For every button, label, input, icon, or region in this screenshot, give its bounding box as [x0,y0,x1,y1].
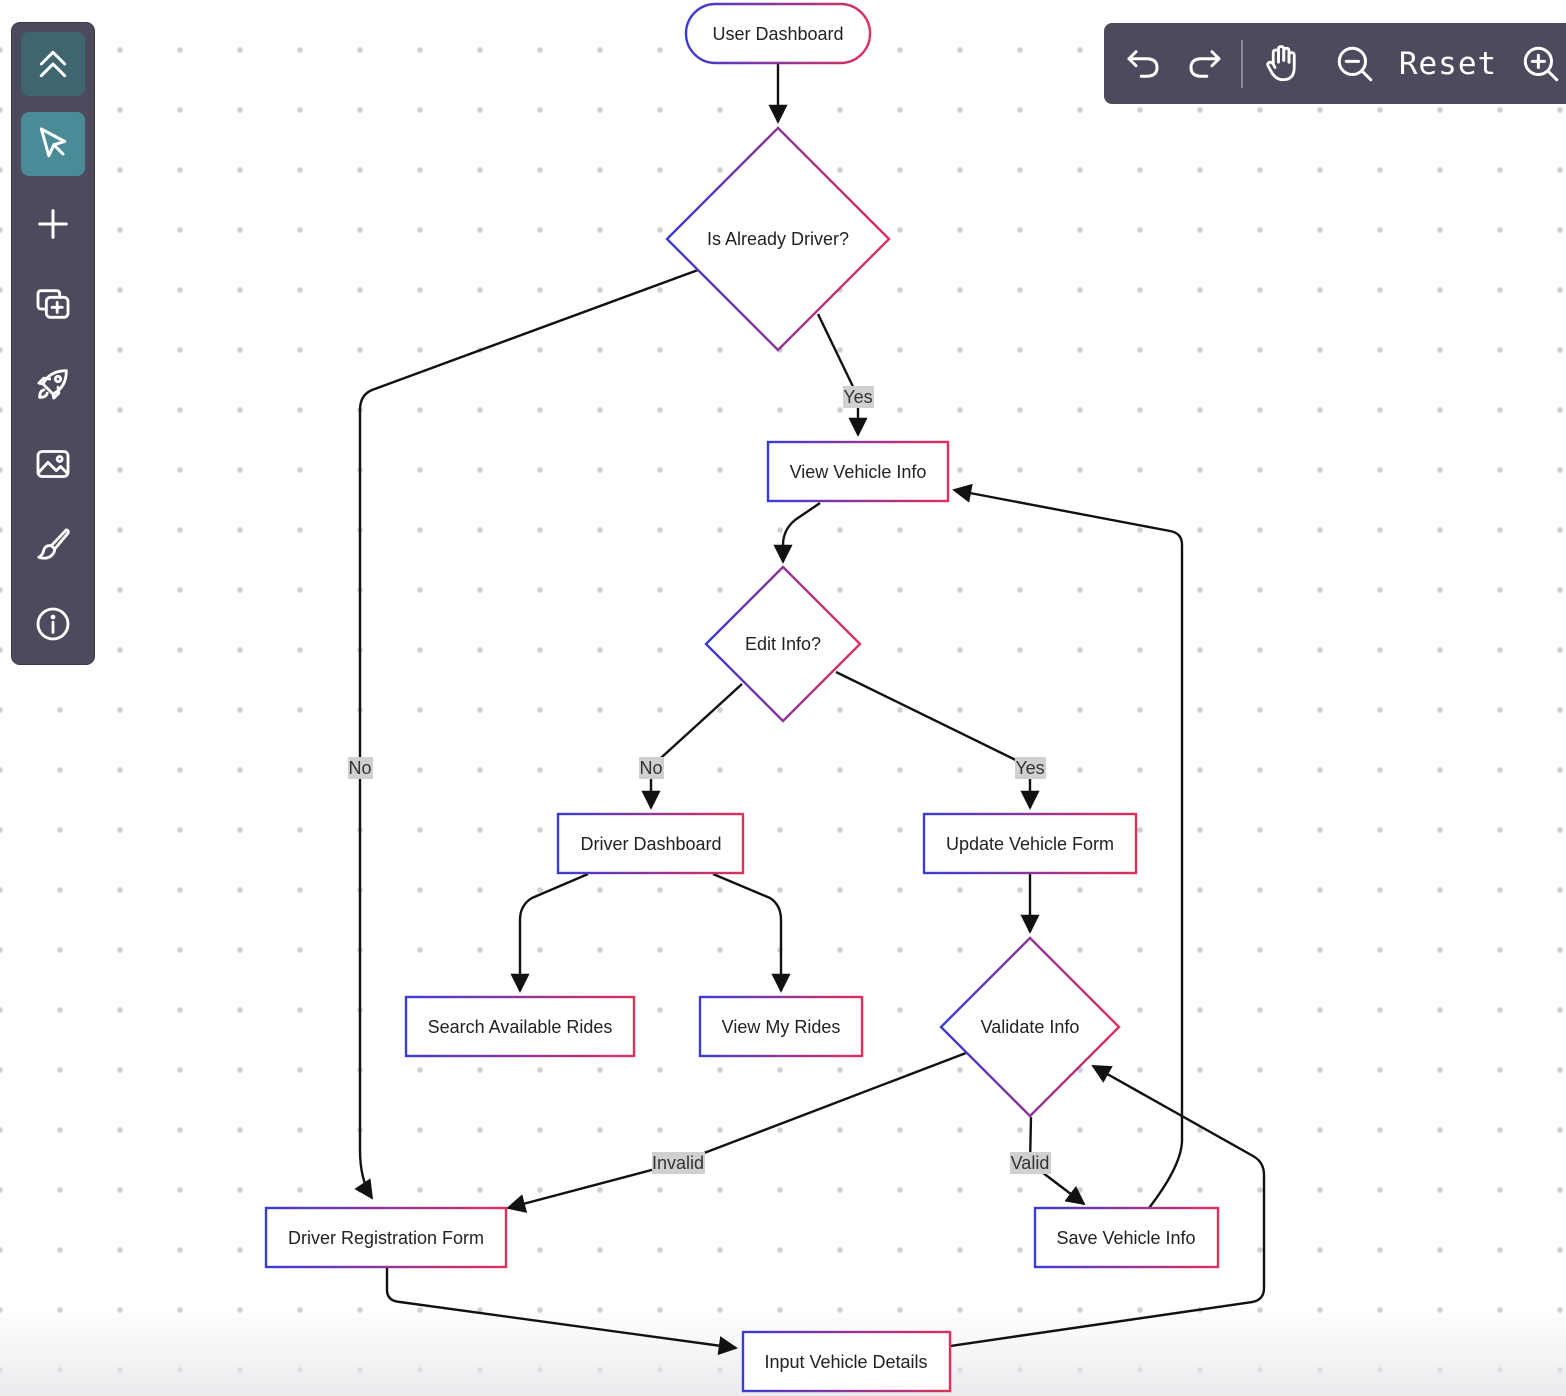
redo-icon [1189,50,1221,78]
edge-driver-to-myrides [712,872,791,993]
edge-view-to-edit [773,502,821,564]
edge-already-no [354,268,699,1200]
node-save-vehicle-info[interactable]: Save Vehicle Info [1033,1206,1220,1269]
info-icon [36,607,70,641]
node-view-vehicle-info[interactable]: View Vehicle Info [766,440,950,503]
canvas-controls: Reset [1104,23,1566,104]
add-node-button[interactable] [21,192,85,256]
edge-label-valid: Valid [1010,1152,1051,1174]
svg-text:Valid: Valid [1011,1153,1050,1173]
svg-text:Driver Dashboard: Driver Dashboard [580,834,721,854]
node-edit-info[interactable]: Edit Info? [704,565,862,723]
collapse-button[interactable] [21,32,85,96]
edge-label-already-yes: Yes [843,386,874,408]
undo-button[interactable] [1118,39,1168,89]
controls-separator [1241,40,1243,88]
reset-zoom-button[interactable]: Reset [1398,46,1498,82]
node-user-dashboard[interactable]: User Dashboard [684,2,872,65]
node-driver-dashboard[interactable]: Driver Dashboard [556,812,745,875]
svg-text:Edit Info?: Edit Info? [745,634,821,654]
edge-registration-to-input [385,1268,738,1356]
add-container-button[interactable] [21,272,85,336]
info-button[interactable] [21,592,85,656]
pan-button[interactable] [1256,39,1308,89]
svg-text:Is Already Driver?: Is Already Driver? [707,229,849,249]
svg-text:Yes: Yes [843,387,872,407]
image-icon [36,450,70,478]
zoom-in-button[interactable] [1516,39,1566,89]
svg-text:Input Vehicle Details: Input Vehicle Details [764,1352,927,1372]
edge-label-edit-yes: Yes [1015,757,1046,779]
brush-tool-button[interactable] [21,512,85,576]
edge-driver-to-search [510,872,589,993]
node-driver-registration-form[interactable]: Driver Registration Form [264,1206,508,1269]
svg-text:Yes: Yes [1015,758,1044,778]
node-view-my-rides[interactable]: View My Rides [698,995,864,1058]
edge-validate-invalid [506,1051,967,1213]
edge-edit-yes [835,670,1040,810]
edge-label-edit-no: No [639,757,664,779]
launch-button[interactable] [21,352,85,416]
svg-text:No: No [639,758,662,778]
brush-icon [37,528,70,560]
chevrons-up-icon [39,50,67,78]
redo-button[interactable] [1180,39,1230,89]
hand-icon [1266,45,1296,82]
svg-text:Driver Registration Form: Driver Registration Form [288,1228,484,1248]
edge-edit-no [641,683,743,810]
node-validate-info[interactable]: Validate Info [939,936,1121,1118]
copy-plus-icon [36,289,70,319]
svg-text:Search Available Rides: Search Available Rides [428,1017,613,1037]
insert-image-button[interactable] [21,432,85,496]
zoom-out-icon [1337,46,1373,82]
edge-save-to-view [952,483,1184,1209]
node-input-vehicle-details[interactable]: Input Vehicle Details [741,1330,952,1393]
plus-icon [38,209,68,239]
edge-label-invalid: Invalid [652,1152,705,1174]
svg-text:No: No [348,758,371,778]
node-update-vehicle-form[interactable]: Update Vehicle Form [922,812,1138,875]
rocket-icon [37,369,68,400]
zoom-in-icon [1523,46,1559,82]
cursor-pointer-icon [39,127,67,158]
undo-icon [1127,50,1159,78]
edge-already-yes [816,313,868,437]
node-is-already-driver[interactable]: Is Already Driver? [665,126,891,352]
zoom-out-button[interactable] [1330,39,1380,89]
edge-label-already-no: No [348,757,373,779]
svg-text:Validate Info: Validate Info [981,1017,1080,1037]
svg-text:Save Vehicle Info: Save Vehicle Info [1056,1228,1195,1248]
svg-text:View Vehicle Info: View Vehicle Info [790,462,927,482]
svg-text:View My Rides: View My Rides [722,1017,841,1037]
node-search-available-rides[interactable]: Search Available Rides [404,995,636,1058]
left-toolbar [12,23,94,664]
svg-text:Update Vehicle Form: Update Vehicle Form [946,834,1114,854]
svg-text:Invalid: Invalid [652,1153,704,1173]
svg-text:User Dashboard: User Dashboard [712,24,843,44]
edge-input-to-validate [949,1064,1266,1348]
select-tool-button[interactable] [21,112,85,176]
